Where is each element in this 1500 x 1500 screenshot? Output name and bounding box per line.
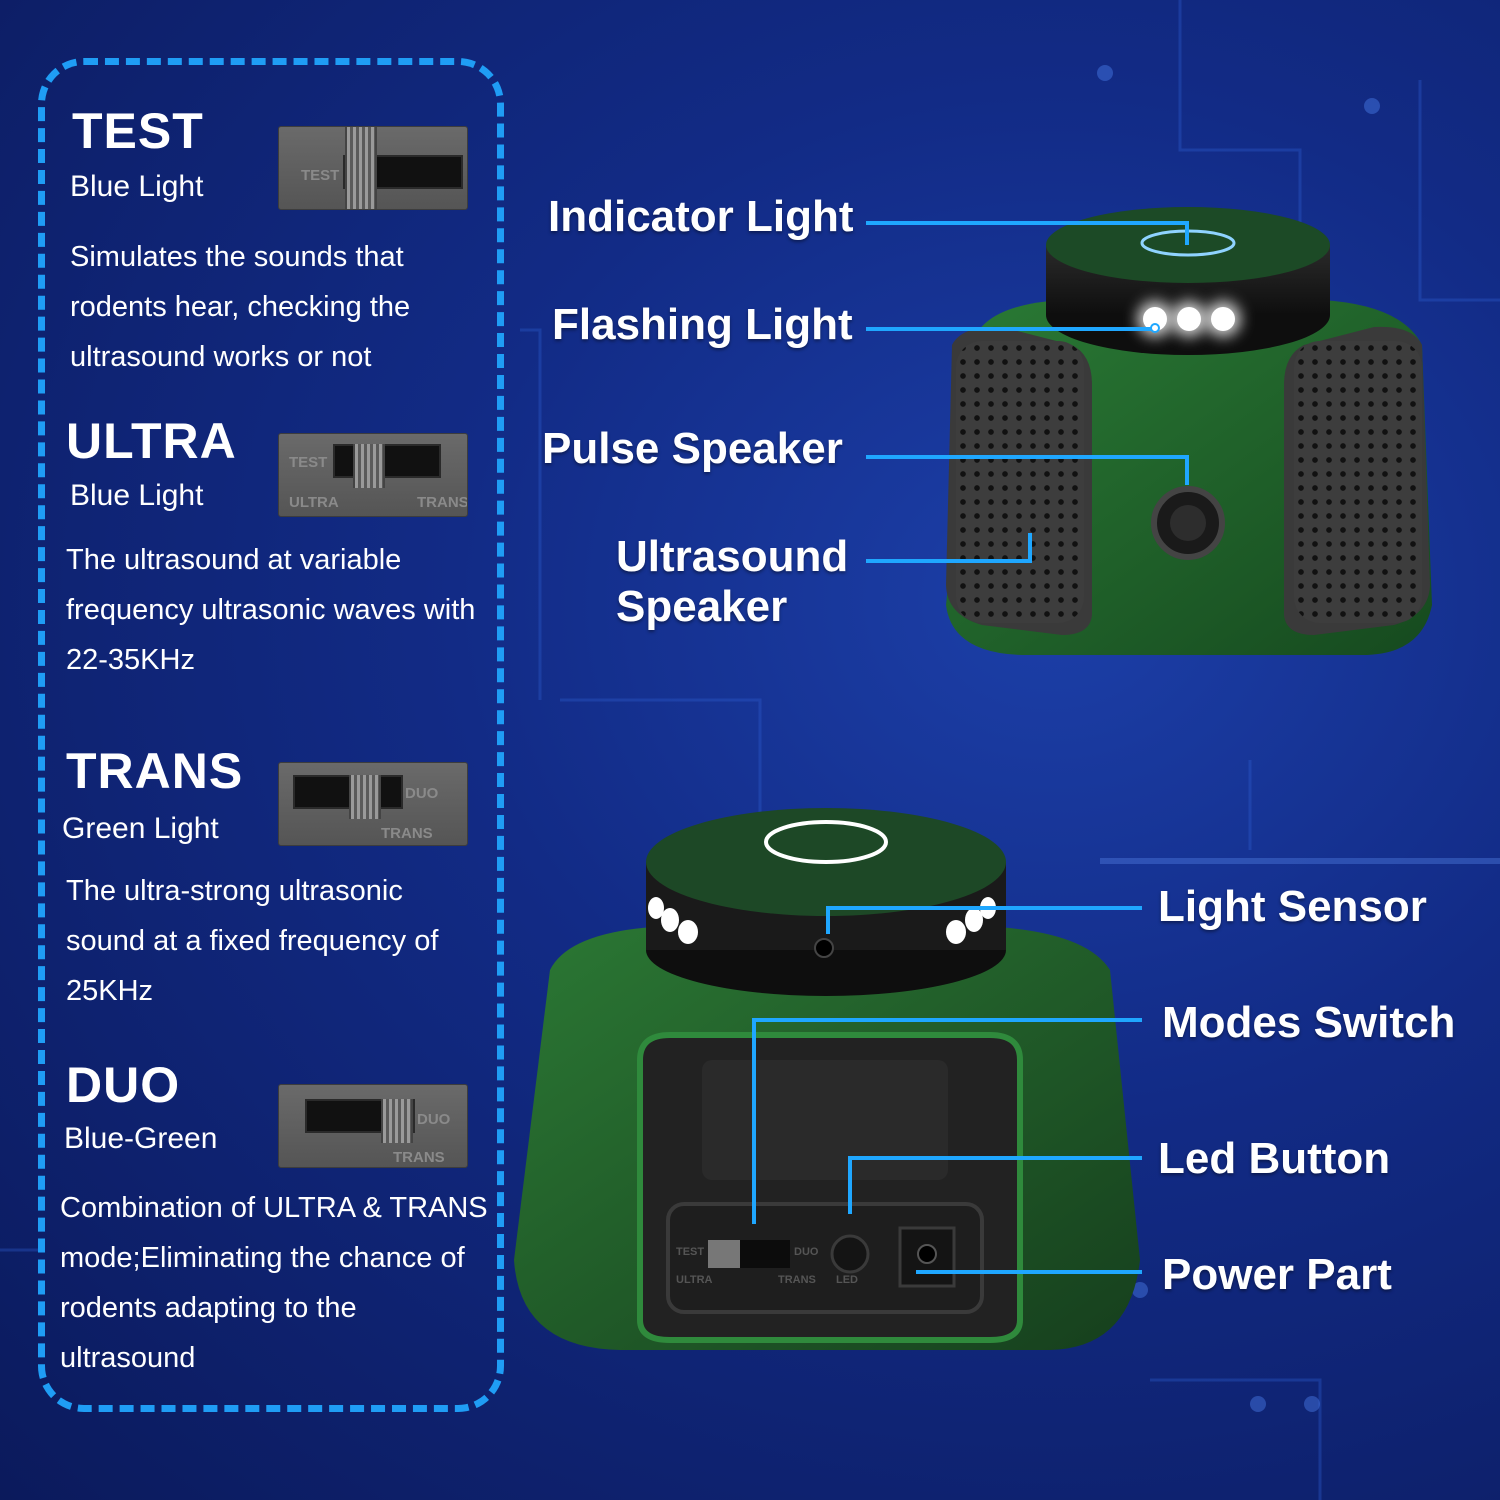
leader-ultrasound-v	[1028, 533, 1032, 563]
mode-desc-duo: Combination of ULTRA & TRANS mode;Elimin…	[60, 1192, 488, 1374]
back-label-ultra: ULTRA	[676, 1274, 713, 1286]
leader-modes-h	[752, 1018, 1142, 1022]
mode-desc-trans: The ultra-strong ultrasonic sound at a f…	[66, 875, 439, 1007]
back-label-led: LED	[836, 1274, 858, 1286]
mode-light-duo: Blue-Green	[64, 1122, 218, 1155]
modes-panel	[38, 58, 504, 1412]
leader-pulse-h	[866, 455, 1188, 459]
leader-pulse-v	[1185, 455, 1189, 485]
ultrasound-speaker-grille-right	[1294, 341, 1422, 623]
leader-indicator-h	[866, 221, 1188, 225]
mode-light-ultra: Blue Light	[70, 479, 204, 512]
switch-label-trans: TRANS	[417, 494, 468, 511]
mode-light-trans: Green Light	[62, 812, 219, 845]
leader-power-h	[916, 1270, 1142, 1274]
flashing-led-2	[1177, 307, 1201, 331]
callout-led-button: Led Button	[1158, 1134, 1391, 1183]
leader-flashing-h	[866, 327, 1156, 331]
callout-modes-switch: Modes Switch	[1162, 998, 1456, 1047]
callout-ultrasound-line2: Speaker	[616, 582, 788, 631]
callout-ultrasound-line1: Ultrasound	[616, 532, 849, 581]
callout-flashing-light: Flashing Light	[552, 300, 853, 349]
callout-light-sensor: Light Sensor	[1158, 882, 1427, 931]
leader-led-v	[848, 1156, 852, 1214]
switch-photo-ultra: TEST ULTRA TRANS	[278, 433, 468, 517]
leader-sensor-v	[826, 906, 830, 934]
device-back-view: TEST ULTRA TRANS DUO LED	[510, 800, 1142, 1352]
mode-title-trans: TRANS	[66, 743, 244, 799]
callout-pulse-speaker: Pulse Speaker	[542, 424, 843, 473]
mode-desc-ultra: The ultrasound at variable frequency ult…	[66, 544, 476, 676]
mode-title-test: TEST	[72, 103, 204, 159]
mode-title-ultra: ULTRA	[66, 413, 237, 469]
switch-photo-trans: DUO TRANS	[278, 762, 468, 846]
switch-label-test: TEST	[301, 167, 340, 184]
mode-title-duo: DUO	[66, 1057, 181, 1113]
mode-light-test: Blue Light	[70, 170, 204, 203]
callout-indicator-light: Indicator Light	[548, 192, 854, 241]
switch-label-ultra: ULTRA	[289, 494, 339, 511]
leader-led-h	[848, 1156, 1142, 1160]
switch-photo-duo: DUO TRANS	[278, 1084, 468, 1168]
switch-label-test-2: TEST	[289, 454, 328, 471]
ultrasound-speaker-grille-left	[956, 341, 1084, 623]
leader-modes-v	[752, 1018, 756, 1224]
device-front-view	[942, 205, 1434, 657]
switch-label-duo-2: DUO	[417, 1111, 451, 1128]
flashing-led-3	[1211, 307, 1235, 331]
mode-desc-test: Simulates the sounds that rodents hear, …	[70, 241, 411, 373]
switch-label-trans-3: TRANS	[393, 1149, 445, 1166]
leader-flashing-dot	[1150, 323, 1160, 333]
switch-label-trans-2: TRANS	[381, 825, 433, 842]
back-label-trans: TRANS	[778, 1274, 816, 1286]
switch-label-duo: DUO	[405, 785, 439, 802]
leader-sensor-h	[826, 906, 1142, 910]
switch-photo-test: TEST	[278, 126, 468, 210]
leader-indicator-v	[1185, 221, 1189, 245]
back-label-duo: DUO	[794, 1246, 819, 1258]
leader-ultrasound-h	[866, 559, 1032, 563]
callout-power-part: Power Part	[1162, 1250, 1392, 1299]
back-label-test: TEST	[676, 1246, 705, 1258]
